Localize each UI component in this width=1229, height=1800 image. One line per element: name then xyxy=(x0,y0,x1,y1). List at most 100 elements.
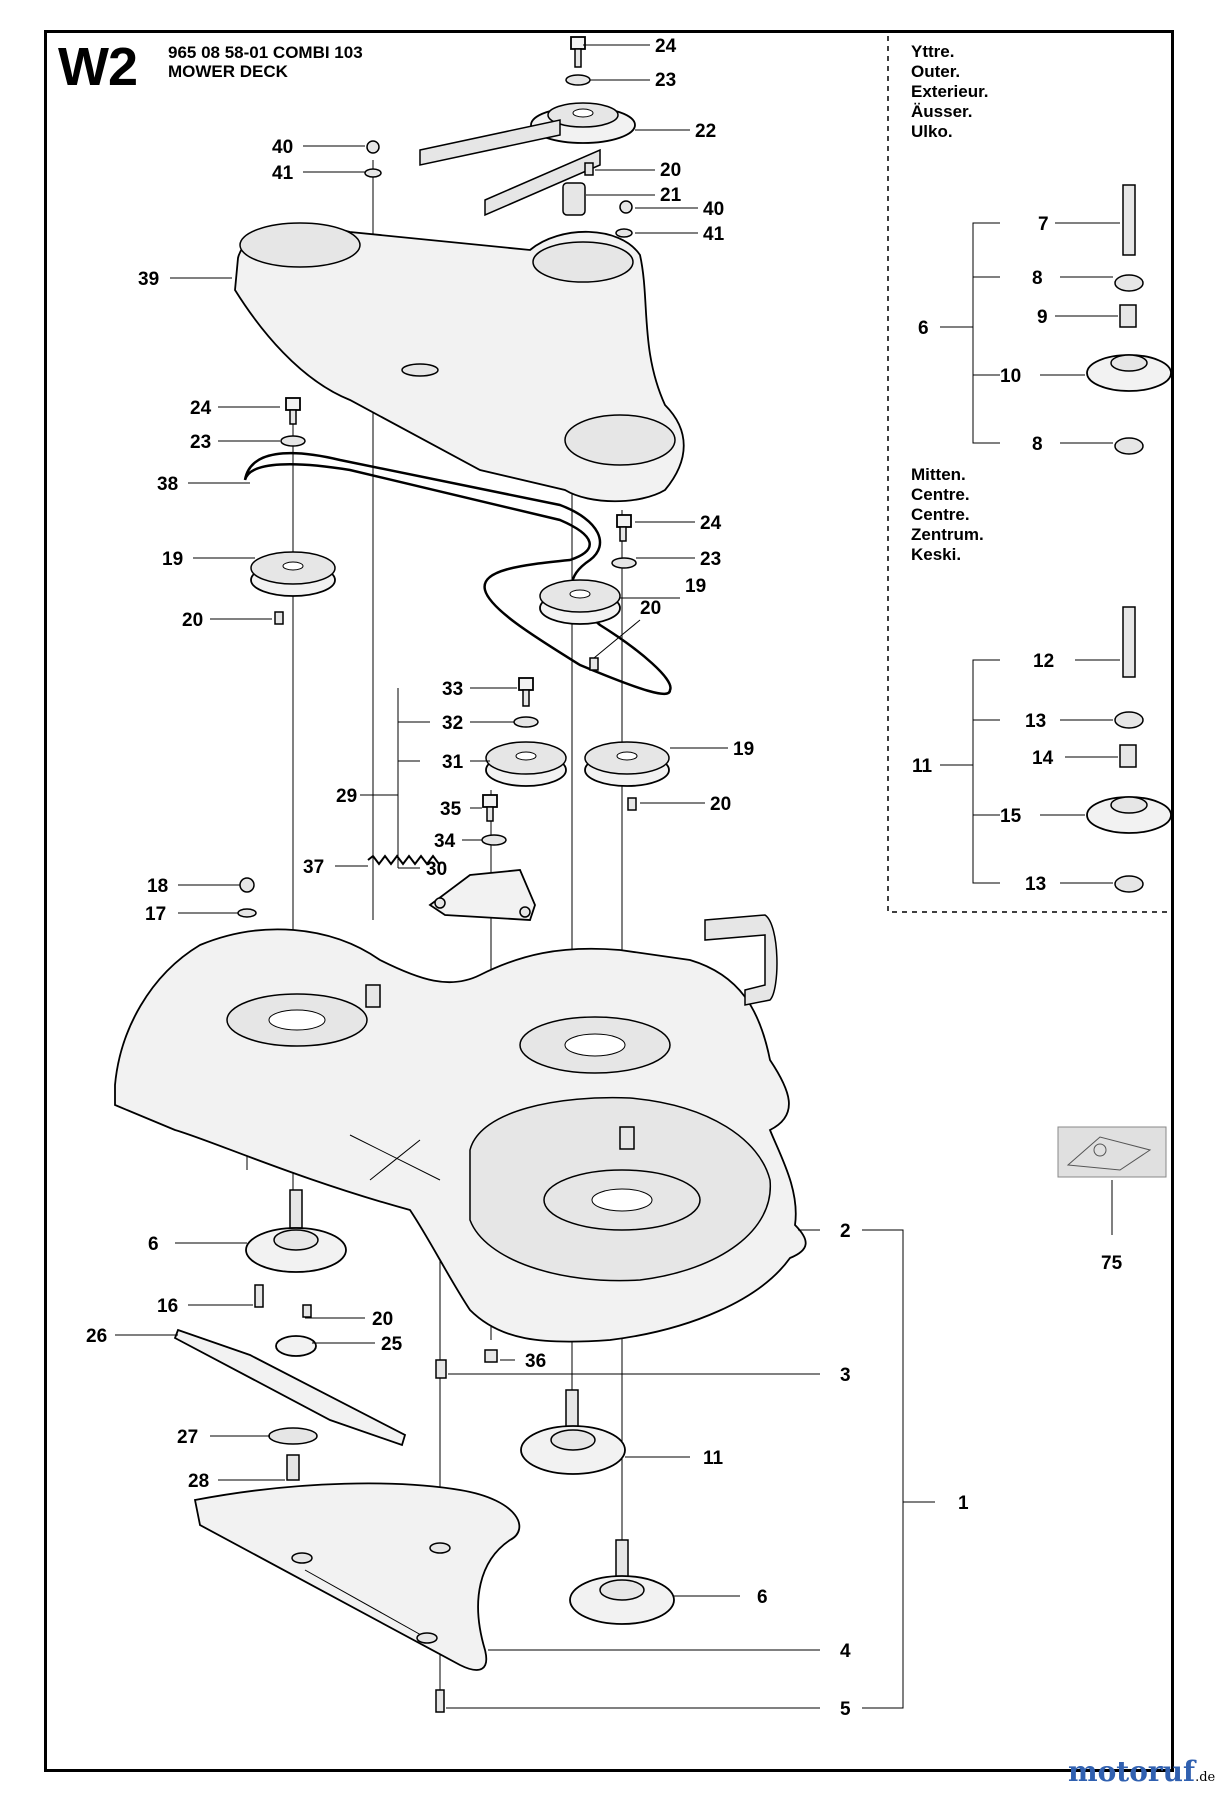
callout-41: 41 xyxy=(272,163,294,184)
watermark-suffix: .de xyxy=(1195,1770,1216,1785)
left-spindle xyxy=(173,1189,407,1481)
callout-12: 12 xyxy=(1033,651,1054,672)
center-label-line: Keski. xyxy=(911,545,962,564)
callout-25: 25 xyxy=(381,1334,403,1355)
callout-16: 16 xyxy=(157,1296,178,1317)
callout-10: 10 xyxy=(1000,366,1021,387)
top-bolt xyxy=(565,36,591,86)
callout-21: 21 xyxy=(660,185,682,206)
left-pulley-stack xyxy=(250,397,336,625)
callout-29: 29 xyxy=(336,786,357,807)
watermark-brand: motoruf xyxy=(1068,1755,1196,1788)
outer-label-line: Exterieur. xyxy=(911,82,989,101)
callout-5: 5 xyxy=(840,1699,851,1720)
callout-6: 6 xyxy=(148,1234,159,1255)
model-number: 965 08 58-01 COMBI 103 xyxy=(168,43,363,62)
center-label-line: Zentrum. xyxy=(911,525,984,544)
callout-24: 24 xyxy=(190,398,212,419)
inset-center-spindle xyxy=(1086,606,1172,893)
drive-pulley xyxy=(419,102,636,217)
center-pulley-stack xyxy=(539,514,637,671)
callout-11: 11 xyxy=(703,1448,724,1469)
center-spindle xyxy=(520,1389,626,1475)
belt-cover xyxy=(234,222,685,503)
outer-spindle-label: Yttre. Outer. Exterieur. Äusser. Ulko. xyxy=(911,42,989,142)
cover-fasteners xyxy=(364,140,633,238)
outer-label-line: Äusser. xyxy=(911,102,973,121)
callout-14: 14 xyxy=(1032,748,1054,769)
center-label-line: Mitten. xyxy=(911,465,966,484)
callout-11: 11 xyxy=(912,756,933,777)
inset-border xyxy=(887,36,1172,913)
tensioner-assembly xyxy=(367,677,567,921)
callout-6: 6 xyxy=(757,1587,768,1608)
callout-numbers: 24 23 22 20 21 40 41 40 41 39 24 23 38 1… xyxy=(86,36,1123,1720)
callout-34: 34 xyxy=(434,831,456,852)
assembly-title: MOWER DECK xyxy=(168,62,288,81)
side-deflector xyxy=(193,1349,521,1713)
callout-32: 32 xyxy=(442,713,463,734)
mower-deck xyxy=(114,914,807,1343)
callout-40: 40 xyxy=(272,137,293,158)
callout-31: 31 xyxy=(442,752,464,773)
callout-26: 26 xyxy=(86,1326,107,1347)
callout-27: 27 xyxy=(177,1427,198,1448)
callout-33: 33 xyxy=(442,679,463,700)
callout-22: 22 xyxy=(695,121,716,142)
callout-2: 2 xyxy=(840,1221,851,1242)
decal-thumbnail xyxy=(1057,1126,1167,1178)
callout-28: 28 xyxy=(188,1471,209,1492)
callout-23: 23 xyxy=(655,70,676,91)
callout-40: 40 xyxy=(703,199,724,220)
callout-30: 30 xyxy=(426,859,447,880)
center-label-line: Centre. xyxy=(911,485,970,504)
callout-9: 9 xyxy=(1037,307,1048,328)
callout-24: 24 xyxy=(700,513,722,534)
callout-4: 4 xyxy=(840,1641,851,1662)
callout-3: 3 xyxy=(840,1365,851,1386)
drawing-frame xyxy=(44,30,1174,1772)
inset-brackets xyxy=(940,222,1000,884)
callout-39: 39 xyxy=(138,269,159,290)
right-spindle xyxy=(569,1539,675,1625)
callout-41: 41 xyxy=(703,224,725,245)
diagram-code: W2 xyxy=(58,37,138,97)
watermark: motoruf.de xyxy=(1068,1758,1215,1786)
callout-20: 20 xyxy=(640,598,661,619)
callout-35: 35 xyxy=(440,799,462,820)
outer-label-line: Ulko. xyxy=(911,122,953,141)
callout-18: 18 xyxy=(147,876,168,897)
callout-75: 75 xyxy=(1101,1253,1123,1274)
inset-outer-spindle xyxy=(1086,184,1172,455)
callout-37: 37 xyxy=(303,857,324,878)
center-label-line: Centre. xyxy=(911,505,970,524)
outer-label-line: Yttre. xyxy=(911,42,955,61)
callout-19: 19 xyxy=(162,549,183,570)
callout-8: 8 xyxy=(1032,434,1043,455)
drive-belt xyxy=(243,451,672,696)
callout-24: 24 xyxy=(655,36,677,57)
deck-group-bracket xyxy=(862,1229,935,1709)
callout-17: 17 xyxy=(145,904,166,925)
callout-20: 20 xyxy=(660,160,681,181)
callout-20: 20 xyxy=(710,794,731,815)
right-pulley xyxy=(584,741,670,811)
callout-20: 20 xyxy=(182,610,203,631)
callout-8: 8 xyxy=(1032,268,1043,289)
callout-6: 6 xyxy=(918,318,929,339)
leader-lines xyxy=(115,44,1120,1709)
callout-19: 19 xyxy=(733,739,754,760)
callout-7: 7 xyxy=(1038,214,1049,235)
callout-15: 15 xyxy=(1000,806,1022,827)
center-spindle-label: Mitten. Centre. Centre. Zentrum. Keski. xyxy=(911,465,984,565)
callout-20: 20 xyxy=(372,1309,393,1330)
callout-13: 13 xyxy=(1025,711,1046,732)
outer-label-line: Outer. xyxy=(911,62,961,81)
callout-13: 13 xyxy=(1025,874,1046,895)
callout-19: 19 xyxy=(685,576,706,597)
callout-38: 38 xyxy=(157,474,178,495)
callout-36: 36 xyxy=(525,1351,546,1372)
deck-nut xyxy=(237,877,257,918)
callout-23: 23 xyxy=(700,549,721,570)
